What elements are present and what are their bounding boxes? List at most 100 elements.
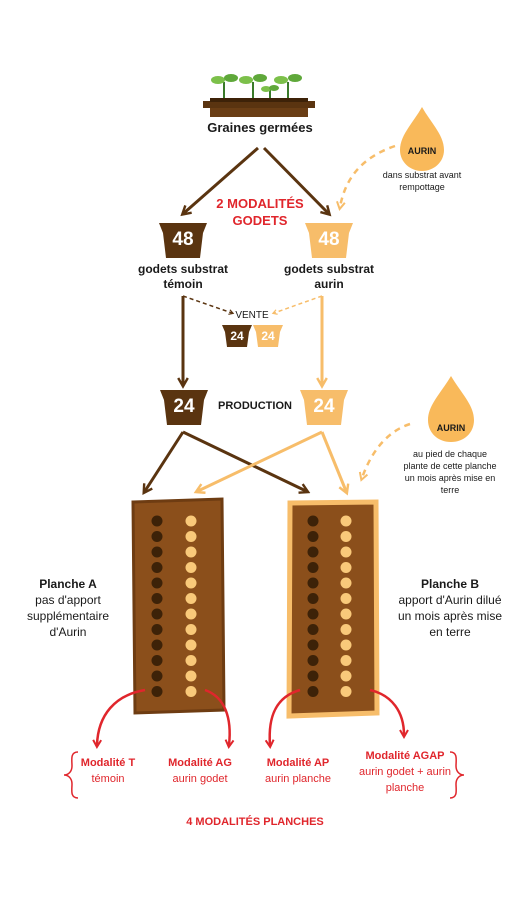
planche-a-dot-dark bbox=[151, 655, 163, 666]
vente-label: VENTE bbox=[235, 310, 269, 321]
planche-a-dot-dark bbox=[151, 686, 163, 697]
planche-b-dot-light bbox=[340, 546, 352, 558]
aurin-mid-note-line2: plante de cette planche bbox=[403, 461, 497, 471]
right-brace bbox=[449, 751, 465, 799]
planche-b-dot-dark bbox=[307, 686, 319, 697]
planche-b-line2: un mois après mise bbox=[397, 609, 503, 623]
pot-48-left-label-line2: témoin bbox=[163, 277, 203, 291]
planche-b-dot-light bbox=[340, 531, 352, 542]
left-brace bbox=[63, 751, 79, 799]
seedling-label: Graines germées bbox=[207, 120, 313, 135]
planche-a-dot-light bbox=[185, 624, 197, 635]
planche-b-dot-dark bbox=[307, 531, 319, 542]
planche-b-dot-dark bbox=[307, 655, 319, 666]
production-right-value: 24 bbox=[313, 396, 335, 417]
arrow-left-to-planche-a bbox=[142, 431, 185, 496]
modalite-ap-title: Modalité AP bbox=[266, 757, 330, 769]
planche-a-dot-dark bbox=[151, 577, 163, 589]
planche-b-dot-light bbox=[340, 670, 352, 682]
aurin-top-label: AURIN bbox=[407, 146, 437, 156]
planche-b-dot-dark bbox=[307, 639, 319, 651]
aurin-top-note-line2: rempottage bbox=[399, 182, 445, 192]
planche-a-dot-light bbox=[185, 608, 197, 620]
planche-a-dot-dark bbox=[151, 670, 163, 682]
planche-b-dot-light bbox=[340, 655, 352, 666]
planche-b-dot-light bbox=[340, 577, 352, 589]
aurin-mid-note-line1: au pied de chaque bbox=[412, 449, 488, 459]
planche-a-dot-light bbox=[185, 531, 197, 542]
seedling-tray-icon bbox=[203, 74, 315, 117]
pot-48-right-label-line2: aurin bbox=[314, 277, 344, 291]
planche-a-bed bbox=[131, 497, 226, 715]
modalites-godets-line2: GODETS bbox=[232, 213, 288, 228]
planche-b-dot-dark bbox=[307, 577, 319, 589]
arrow-red-modalite-ag bbox=[204, 688, 235, 749]
planche-a-dot-light bbox=[185, 670, 197, 682]
planche-b-dot-dark bbox=[307, 593, 319, 604]
footer-title: 4 MODALITÉS PLANCHES bbox=[186, 816, 324, 828]
modalite-ag-title: Modalité AG bbox=[168, 757, 232, 769]
planche-a-dot-light bbox=[185, 593, 197, 604]
planche-a-dot-dark bbox=[151, 608, 163, 620]
planche-a-dot-light bbox=[185, 639, 197, 651]
aurin-top-dashed-arrow bbox=[336, 144, 396, 211]
planche-b-dot-dark bbox=[307, 546, 319, 558]
arrow-right-to-planche-a bbox=[193, 430, 323, 494]
arrow-left-to-vente bbox=[182, 295, 235, 315]
arrow-right-to-planche-b bbox=[320, 431, 350, 496]
planche-a-dot-light bbox=[185, 686, 197, 697]
planche-b-dot-light bbox=[340, 686, 352, 697]
planche-b-dot-dark bbox=[307, 608, 319, 620]
aurin-drop-icon bbox=[400, 107, 444, 171]
planche-b-bed bbox=[286, 499, 380, 719]
pot-48-right-label-line1: godets substrat bbox=[283, 262, 374, 276]
modalite-ag-desc: aurin godet bbox=[172, 773, 228, 785]
planche-b-dot-light bbox=[340, 624, 352, 635]
production-pot-left-shape bbox=[160, 390, 208, 425]
planche-b-dot-dark bbox=[307, 515, 319, 527]
pot-48-left-label-line1: godets substrat bbox=[137, 262, 228, 276]
production-left-value: 24 bbox=[173, 396, 195, 417]
planche-b-line3: en terre bbox=[429, 625, 471, 639]
modalites-godets-line1: 2 MODALITÉS bbox=[216, 196, 304, 211]
modalite-t-desc: témoin bbox=[91, 773, 125, 785]
planche-b-dot-dark bbox=[307, 562, 319, 573]
production-pot-right-shape bbox=[300, 390, 348, 425]
planche-a-dot-dark bbox=[151, 515, 163, 527]
planche-a-dot-dark bbox=[151, 546, 163, 558]
planche-a-dot-light bbox=[185, 515, 197, 527]
pot-48-right-value: 48 bbox=[318, 229, 340, 250]
planche-a-dot-dark bbox=[151, 639, 163, 651]
planche-a-line3: d'Aurin bbox=[49, 625, 87, 639]
aurin-mid-drop-icon bbox=[428, 376, 474, 442]
arrow-red-modalite-agap bbox=[369, 688, 409, 740]
vente-pot-right-shape bbox=[253, 325, 283, 347]
arrow-right-to-vente bbox=[271, 295, 323, 315]
modalite-ap-desc: aurin planche bbox=[264, 773, 332, 785]
planche-b-dot-light bbox=[340, 562, 352, 573]
planche-a-dot-dark bbox=[151, 624, 163, 635]
pot-48-left-value: 48 bbox=[172, 229, 194, 250]
aurin-mid-label: AURIN bbox=[436, 423, 466, 433]
aurin-mid-dashed-arrow bbox=[358, 422, 411, 482]
planche-b-dot-light bbox=[340, 608, 352, 620]
modalite-t-title: Modalité T bbox=[80, 757, 136, 769]
planche-b-line1: apport d'Aurin dilué bbox=[398, 593, 502, 607]
planche-a-line2: supplémentaire bbox=[26, 609, 110, 623]
vente-pot-left-shape bbox=[222, 325, 252, 347]
planche-b-dot-light bbox=[340, 515, 352, 527]
aurin-mid-note-line4: terre bbox=[440, 485, 460, 495]
planche-a-dot-light bbox=[185, 655, 197, 666]
planche-b-dot-light bbox=[340, 639, 352, 651]
arrow-seed-to-left-pot bbox=[180, 146, 259, 217]
pot-48-right-shape bbox=[305, 223, 353, 258]
arrow-red-modalite-ap bbox=[264, 688, 301, 750]
vente-left-value: 24 bbox=[230, 329, 244, 343]
pot-48-left-shape bbox=[159, 223, 207, 258]
production-label: PRODUCTION bbox=[218, 400, 292, 412]
modalite-agap-desc-line1: aurin godet + aurin bbox=[358, 766, 452, 778]
planche-a-dot-dark bbox=[151, 562, 163, 573]
arrow-seed-to-right-pot bbox=[262, 146, 332, 217]
planche-b-title: Planche B bbox=[420, 577, 480, 591]
